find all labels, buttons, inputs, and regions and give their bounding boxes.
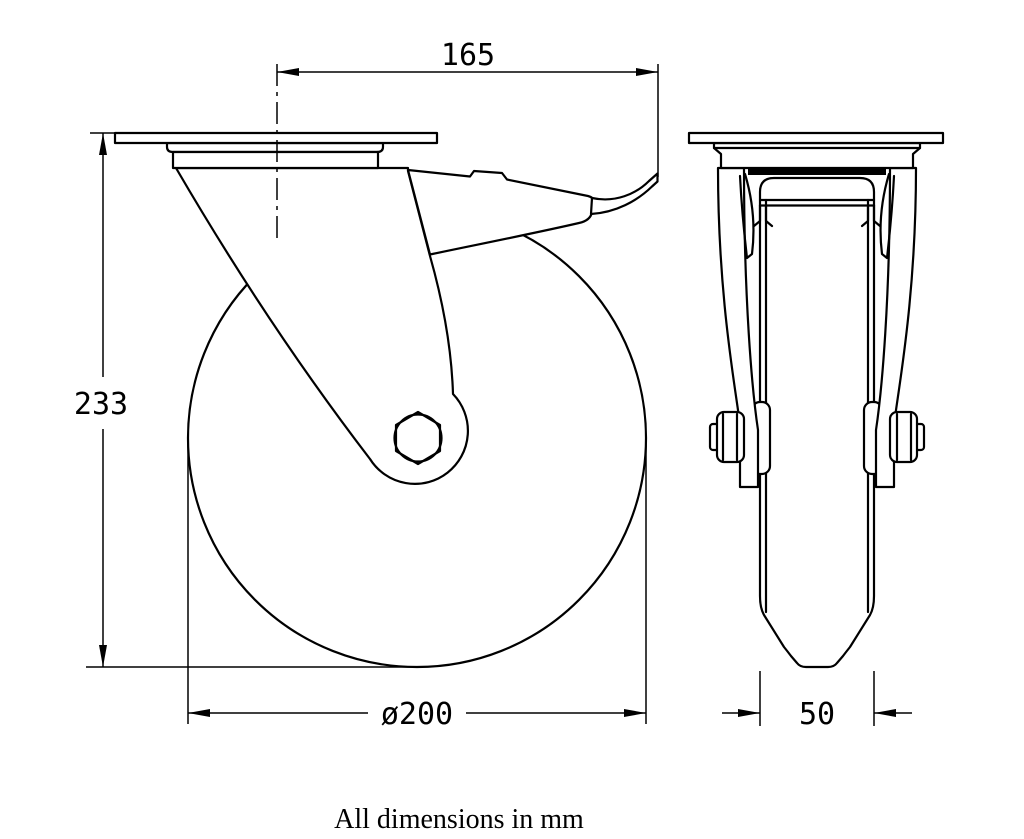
swivel-head-body: [171, 150, 380, 170]
dimension-165: 165: [277, 38, 659, 177]
arrowhead-right: [874, 709, 896, 717]
arrowhead-left: [738, 709, 760, 717]
arrowhead-right: [636, 68, 658, 76]
dimension-label-plate-offset: 165: [441, 38, 495, 73]
arrowhead-top: [99, 133, 107, 155]
plate-molding: [712, 141, 922, 170]
dimension-233: 233: [74, 132, 128, 667]
axle-hex-nut-side: [394, 410, 442, 466]
side-view: 165 233 ø200: [74, 38, 659, 732]
swivel-fork: [174, 166, 469, 485]
front-view: 50: [687, 131, 945, 732]
fork-leg-left: [716, 166, 760, 489]
arrowhead-bottom: [99, 645, 107, 667]
top-plate-front: [687, 131, 945, 145]
dimension-label-wheel-diameter: ø200: [381, 697, 453, 732]
swivel-head-flange: [165, 141, 385, 154]
bearing-spring-right: [879, 172, 896, 260]
axle-nut-right: [888, 410, 926, 464]
axle-chamfer-circle: [393, 413, 443, 463]
axle-nut-left: [708, 410, 746, 464]
dimension-label-wheel-width: 50: [799, 697, 835, 732]
brake-pedal: [589, 172, 659, 216]
arrowhead-left: [277, 68, 299, 76]
dimension-wheel-diameter: ø200: [187, 441, 647, 732]
hex-nut-right: [888, 410, 919, 464]
dimension-50: 50: [722, 671, 912, 732]
hex-nut-left: [715, 410, 746, 464]
dimension-label-overall-height: 233: [74, 387, 128, 422]
brake-band: [748, 168, 886, 175]
bearing-clip-right: [860, 203, 882, 228]
bearing-spring-left: [738, 172, 755, 260]
units-note: All dimensions in mm: [334, 804, 584, 835]
arrowhead-right: [624, 709, 646, 717]
fork-leg-right: [874, 166, 918, 489]
bearing-clip-left: [752, 203, 774, 228]
wheel-front: [758, 176, 876, 669]
top-plate-side: [113, 131, 439, 145]
brake-housing: [406, 168, 595, 256]
arrowhead-left: [188, 709, 210, 717]
